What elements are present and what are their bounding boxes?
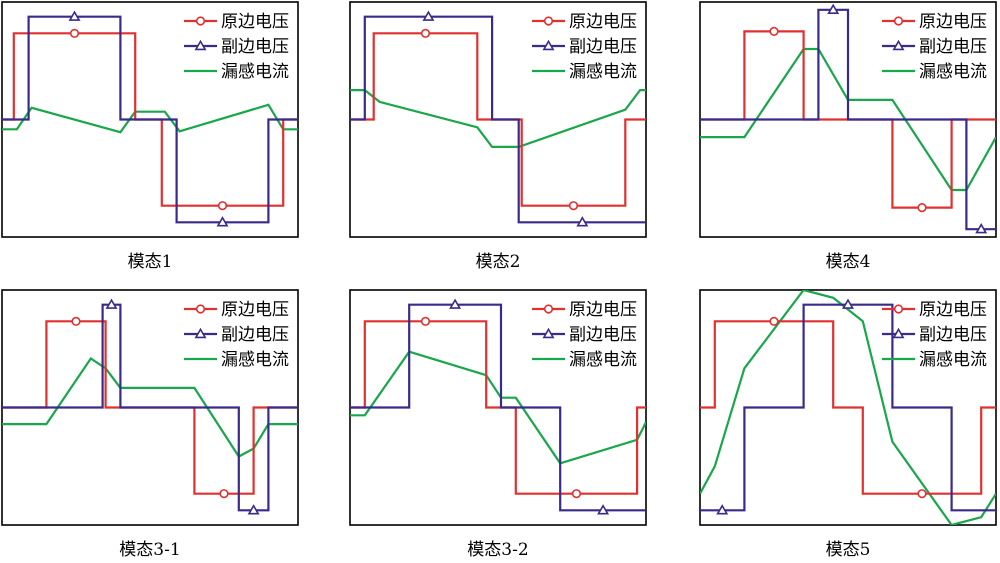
triangle-marker-icon <box>892 39 905 51</box>
plot-area <box>350 10 646 227</box>
triangle-marker-icon <box>892 327 905 339</box>
leakage-current-legend-label: 漏感电流 <box>919 62 987 82</box>
leakage-current-line <box>350 89 646 148</box>
secondary-voltage-legend-label: 副边电压 <box>919 37 987 57</box>
panel-caption: 模态3-1 <box>119 540 180 560</box>
plot-area <box>2 10 298 227</box>
primary-voltage-marker <box>420 28 431 38</box>
secondary-voltage-line <box>700 8 996 231</box>
leakage-current-legend-label: 漏感电流 <box>919 350 987 370</box>
primary-voltage-marker <box>568 201 579 211</box>
primary-voltage-marker <box>219 489 229 499</box>
secondary-voltage-marker <box>247 504 260 515</box>
secondary-voltage-line <box>350 15 646 224</box>
primary-voltage-legend-label: 原边电压 <box>221 12 289 32</box>
secondary-voltage-marker <box>68 10 81 21</box>
secondary-voltage-marker <box>105 298 118 309</box>
secondary-voltage-line <box>2 15 298 224</box>
plot-area <box>700 3 996 234</box>
secondary-voltage-marker <box>576 216 589 227</box>
primary-voltage-marker <box>769 26 779 36</box>
leakage-current-line <box>700 290 996 525</box>
primary-voltage-marker <box>217 201 228 211</box>
secondary-voltage-legend-label: 副边电压 <box>221 37 289 57</box>
secondary-voltage-line <box>2 303 298 512</box>
primary-voltage-legend-label: 原边电压 <box>221 300 289 320</box>
primary-voltage-legend-label: 原边电压 <box>919 300 987 320</box>
leakage-current-legend-label: 漏感电流 <box>221 350 289 370</box>
triangle-marker-icon <box>194 327 207 339</box>
secondary-voltage-line <box>350 303 646 512</box>
secondary-voltage-marker <box>597 504 610 515</box>
panel-caption: 模态3-2 <box>467 540 528 560</box>
primary-voltage-line <box>700 320 996 495</box>
circle-marker-icon <box>543 16 554 26</box>
primary-voltage-marker <box>917 489 927 499</box>
secondary-voltage-marker <box>449 298 462 309</box>
panel-caption: 模态1 <box>128 252 173 272</box>
primary-voltage-marker <box>71 316 81 326</box>
plot-area <box>350 298 646 515</box>
secondary-voltage-legend-label: 副边电压 <box>919 325 987 345</box>
leakage-current-legend-label: 漏感电流 <box>569 62 637 82</box>
primary-voltage-marker <box>420 316 431 326</box>
leakage-current-line <box>2 356 298 458</box>
primary-voltage-marker <box>917 203 927 213</box>
panel-caption: 模态2 <box>476 252 521 272</box>
secondary-voltage-marker <box>716 504 729 515</box>
circle-marker-icon <box>893 304 904 314</box>
secondary-voltage-marker <box>216 216 229 227</box>
secondary-voltage-legend-label: 副边电压 <box>221 325 289 345</box>
primary-voltage-marker <box>769 316 779 326</box>
plot-area <box>700 290 996 525</box>
primary-voltage-marker <box>571 489 582 499</box>
triangle-marker-icon <box>194 39 207 51</box>
circle-marker-icon <box>893 16 904 26</box>
primary-voltage-marker <box>69 28 80 38</box>
triangle-marker-icon <box>542 327 555 339</box>
primary-voltage-legend-label: 原边电压 <box>919 12 987 32</box>
leakage-current-legend-label: 漏感电流 <box>221 62 289 82</box>
secondary-voltage-marker <box>422 10 435 21</box>
leakage-current-legend-label: 漏感电流 <box>569 350 637 370</box>
panel-caption: 模态5 <box>826 540 871 560</box>
triangle-marker-icon <box>542 39 555 51</box>
plot-area <box>2 298 298 515</box>
secondary-voltage-marker <box>975 222 988 234</box>
primary-voltage-legend-label: 原边电压 <box>569 300 637 320</box>
secondary-voltage-legend-label: 副边电压 <box>569 325 637 345</box>
primary-voltage-legend-label: 原边电压 <box>569 12 637 32</box>
circle-marker-icon <box>195 16 206 26</box>
secondary-voltage-legend-label: 副边电压 <box>569 37 637 57</box>
panel-caption: 模态4 <box>826 252 871 272</box>
secondary-voltage-marker <box>827 3 840 15</box>
circle-marker-icon <box>543 304 554 314</box>
secondary-voltage-marker <box>842 298 854 309</box>
circle-marker-icon <box>195 304 206 314</box>
